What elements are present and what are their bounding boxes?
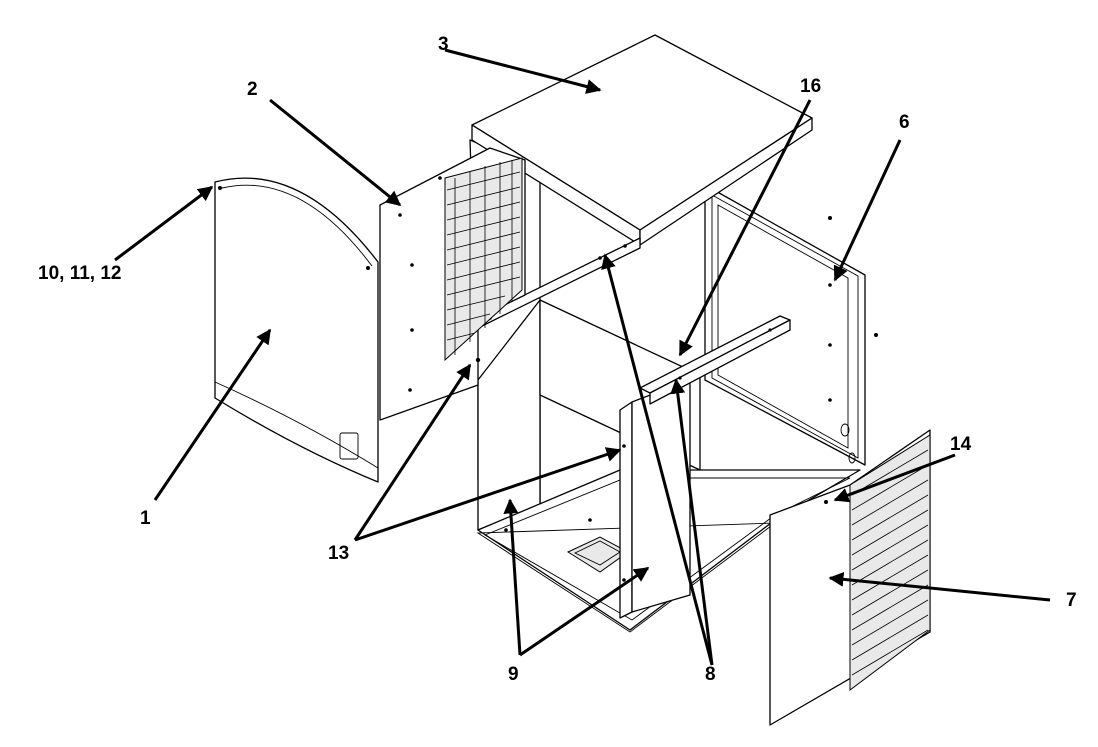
callout-1: 1 [140, 508, 151, 529]
leader-arrows [114, 48, 1051, 666]
callout-13: 13 [328, 543, 349, 564]
arrow-6 [833, 139, 902, 282]
right-louvers [851, 449, 929, 676]
callout-2: 2 [247, 79, 258, 100]
arrow-3 [444, 48, 602, 94]
right-louvered-panel [769, 429, 931, 726]
left-louvers [446, 160, 521, 355]
front-panel [214, 177, 379, 483]
arrow-7 [828, 571, 1051, 602]
top-panel [471, 34, 813, 329]
arrow-9a [503, 498, 522, 656]
callout-8: 8 [705, 664, 716, 685]
arrow-14 [833, 453, 956, 503]
arrow-1 [153, 328, 272, 501]
arrow-13b [354, 447, 622, 542]
cabinet-frame [469, 139, 861, 633]
arrow-8b [670, 378, 714, 666]
callout-6: 6 [899, 112, 910, 133]
callout-14: 14 [950, 434, 972, 455]
arrow-8a [601, 253, 714, 666]
arrow-9b [519, 566, 650, 657]
callout-labels: 3 2 16 6 10, 11, 12 1 14 7 13 9 8 [38, 34, 1077, 685]
callout-16: 16 [800, 76, 821, 97]
right-side-panel [704, 184, 878, 466]
callout-9: 9 [508, 664, 519, 685]
left-side-panel [379, 147, 526, 421]
arrow-10-11-12 [114, 185, 214, 262]
arrow-2 [269, 98, 402, 207]
callout-3: 3 [438, 34, 449, 55]
arrow-16 [678, 99, 812, 357]
arrow-13a [353, 363, 472, 541]
callout-7: 7 [1066, 590, 1077, 611]
callout-10-11-12: 10, 11, 12 [38, 263, 121, 284]
